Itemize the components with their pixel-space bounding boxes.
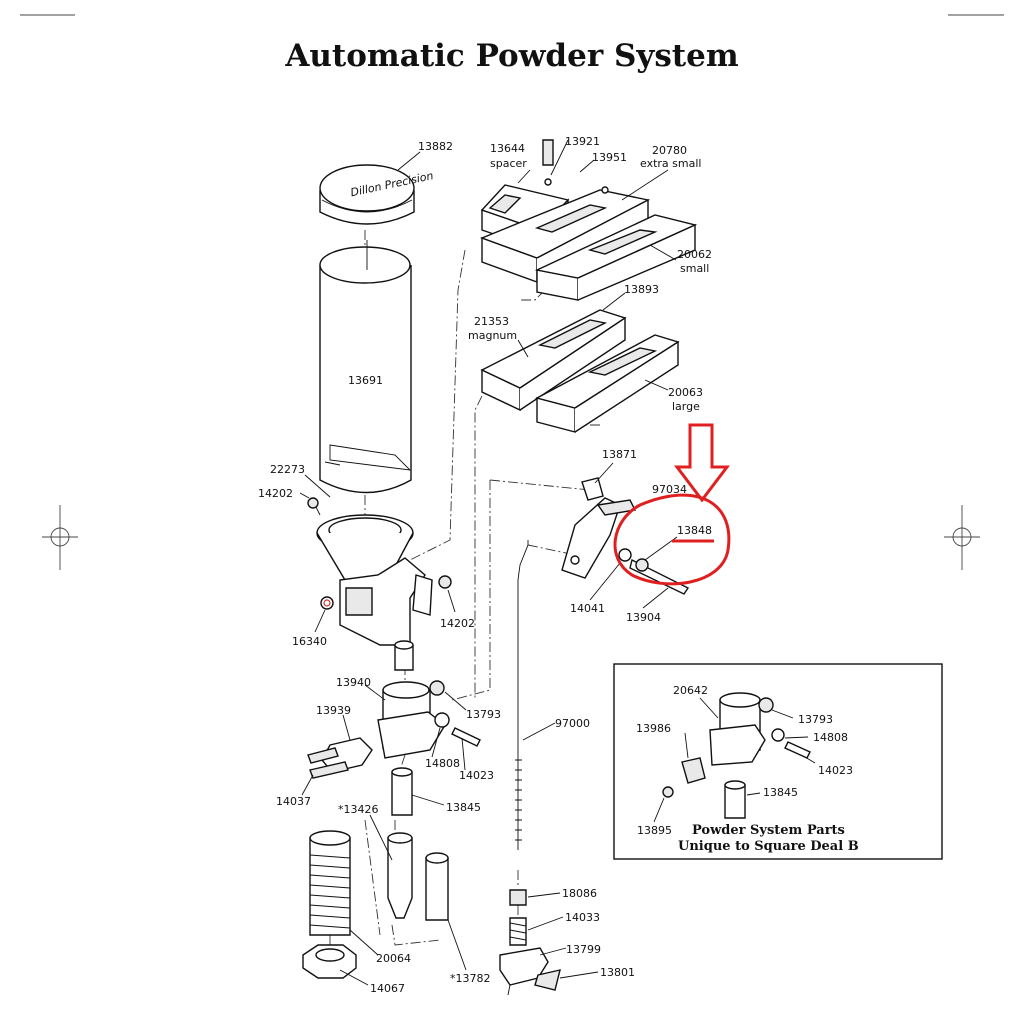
part-labels: 13882 13644 spacer 13921 13951 20780 ext… <box>258 135 859 995</box>
label-14023: 14023 <box>459 769 494 782</box>
label-13845: 13845 <box>446 801 481 814</box>
label-large: large <box>672 400 700 413</box>
label-extra-small: extra small <box>640 157 701 170</box>
label-18086: 18086 <box>562 887 597 900</box>
label-small: small <box>680 262 709 275</box>
label-spacer: spacer <box>490 157 527 170</box>
callout-leader-lines <box>299 139 678 986</box>
label-13644: 13644 <box>490 142 525 155</box>
rod-bottom-hardware <box>499 889 561 996</box>
label-13782: *13782 <box>450 972 491 985</box>
label-13848: 13848 <box>677 524 712 537</box>
label-13882: 13882 <box>418 140 453 153</box>
inset-caption-line2: Unique to Square Deal B <box>678 839 859 854</box>
inset-label-14023: 14023 <box>818 764 853 777</box>
label-14808: 14808 <box>425 757 460 770</box>
label-20063: 20063 <box>668 386 703 399</box>
label-13801: 13801 <box>600 966 635 979</box>
inset-label-13793: 13793 <box>798 713 833 726</box>
powder-measure-body <box>316 514 433 671</box>
label-13921: 13921 <box>565 135 600 148</box>
label-13940: 13940 <box>336 676 371 689</box>
label-22273: 22273 <box>270 463 305 476</box>
label-14041: 14041 <box>570 602 605 615</box>
label-14202-right: 14202 <box>440 617 475 630</box>
label-13939: 13939 <box>316 704 351 717</box>
label-20064: 20064 <box>376 952 411 965</box>
crop-marks <box>20 14 1004 570</box>
powder-hopper-cap: Dillon Precision <box>319 164 435 225</box>
label-magnum: magnum <box>468 329 517 342</box>
funnel-screws <box>307 497 452 610</box>
square-deal-b-inset <box>613 663 943 860</box>
label-13871: 13871 <box>602 448 637 461</box>
failsafe-bracket-assembly <box>561 477 690 595</box>
label-21353: 21353 <box>474 315 509 328</box>
label-13793: 13793 <box>466 708 501 721</box>
inset-label-13986: 13986 <box>636 722 671 735</box>
label-13893: 13893 <box>624 283 659 296</box>
label-20062: 20062 <box>677 248 712 261</box>
page-title: Automatic Powder System <box>285 38 739 74</box>
inset-label-13845: 13845 <box>763 786 798 799</box>
inset-label-14808: 14808 <box>813 731 848 744</box>
label-13691: 13691 <box>348 374 383 387</box>
label-14202-left: 14202 <box>258 487 293 500</box>
inset-caption-line1: Powder System Parts <box>692 823 845 838</box>
powder-tube <box>319 240 412 494</box>
inset-label-13895: 13895 <box>637 824 672 837</box>
label-14067: 14067 <box>370 982 405 995</box>
threaded-sleeve-and-nut <box>302 830 357 979</box>
charge-bars <box>480 139 698 433</box>
failsafe-rod <box>515 540 529 850</box>
label-13799: 13799 <box>566 943 601 956</box>
label-14033: 14033 <box>565 911 600 924</box>
label-16340: 16340 <box>292 635 327 648</box>
label-97000: 97000 <box>555 717 590 730</box>
label-14037: 14037 <box>276 795 311 808</box>
red-annotation <box>613 423 731 586</box>
label-20780: 20780 <box>652 144 687 157</box>
label-97034: 97034 <box>652 483 687 496</box>
label-13426: *13426 <box>338 803 379 816</box>
powder-die-assembly <box>307 680 481 921</box>
label-13951: 13951 <box>592 151 627 164</box>
inset-label-20642: 20642 <box>673 684 708 697</box>
label-13904: 13904 <box>626 611 661 624</box>
